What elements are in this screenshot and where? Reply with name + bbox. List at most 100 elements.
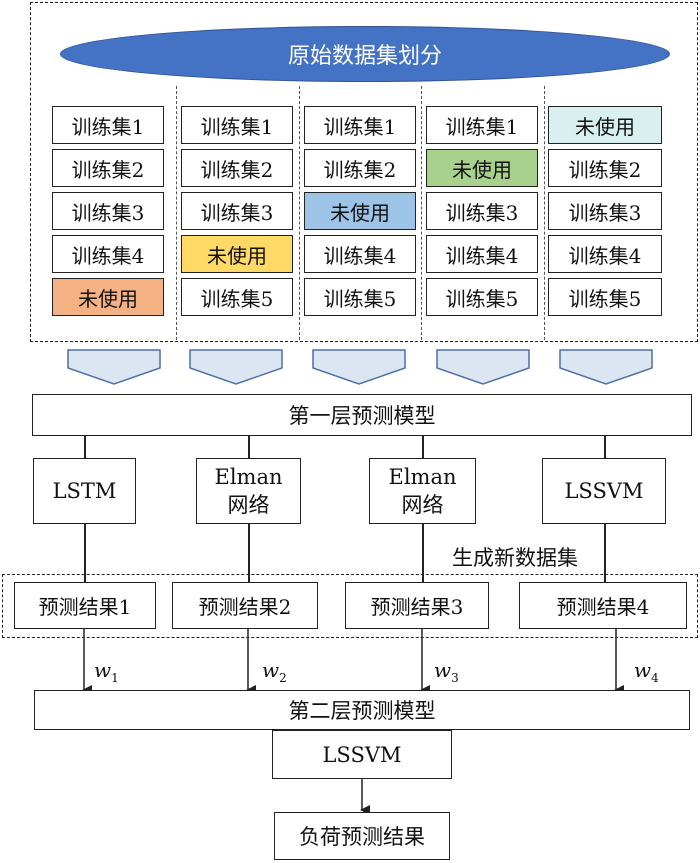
cell-label: 训练集3 xyxy=(445,200,519,225)
cell-label: 未使用 xyxy=(330,200,390,225)
result-box-1: 预测结果1 xyxy=(14,582,156,629)
cell-label: 未使用 xyxy=(207,243,267,268)
training-set-cell: 训练集4 xyxy=(304,235,416,273)
chevron-icon xyxy=(189,349,283,385)
cell-label: 未使用 xyxy=(452,157,512,182)
training-set-cell: 训练集4 xyxy=(52,235,164,273)
cell-label: 训练集2 xyxy=(568,157,642,182)
weight-label-1: w1 xyxy=(94,658,119,685)
weight-symbol: w xyxy=(94,658,112,682)
training-set-cell: 训练集3 xyxy=(426,192,538,230)
connector-line xyxy=(84,436,86,458)
cell-label: 训练集2 xyxy=(200,157,274,182)
unused-set-cell: 未使用 xyxy=(52,278,164,316)
model-box-lssvm: LSSVM xyxy=(542,458,666,524)
dataset-partition-container xyxy=(30,2,698,342)
cell-label: 未使用 xyxy=(78,286,138,311)
cell-label: 训练集4 xyxy=(71,243,145,268)
cell-label: 未使用 xyxy=(575,114,635,139)
training-set-cell: 训练集3 xyxy=(52,192,164,230)
connector-line xyxy=(248,524,250,582)
cell-label: 训练集2 xyxy=(323,157,397,182)
training-set-cell: 训练集2 xyxy=(304,149,416,187)
weight-subscript: 3 xyxy=(451,671,459,685)
chevron-icon xyxy=(436,349,530,385)
weight-subscript: 4 xyxy=(651,671,659,685)
result-label: 预测结果1 xyxy=(38,595,132,619)
connector-line xyxy=(604,436,606,458)
weight-label-2: w2 xyxy=(262,658,287,685)
cell-label: 训练集5 xyxy=(323,286,397,311)
weight-symbol: w xyxy=(634,658,652,682)
weight-symbol: w xyxy=(262,658,280,682)
column-divider xyxy=(299,86,300,340)
unused-set-cell: 未使用 xyxy=(548,106,662,144)
chevron-arrows xyxy=(67,349,653,385)
connector-line xyxy=(248,436,250,458)
weight-subscript: 2 xyxy=(279,671,287,685)
cell-label: 训练集1 xyxy=(445,114,519,139)
model-label: Elman 网络 xyxy=(388,465,457,517)
result-label: 预测结果2 xyxy=(198,595,292,619)
weight-label-3: w3 xyxy=(434,658,459,685)
training-set-cell: 训练集1 xyxy=(52,106,164,144)
result-box-2: 预测结果2 xyxy=(172,582,318,629)
dataset-partition-ellipse: 原始数据集划分 xyxy=(60,26,670,82)
training-set-cell: 训练集4 xyxy=(548,235,662,273)
training-set-cell: 训练集3 xyxy=(548,192,662,230)
training-set-cell: 训练集4 xyxy=(426,235,538,273)
layer2-label: 第二层预测模型 xyxy=(288,699,436,723)
layer2-model-box: 第二层预测模型 xyxy=(34,690,690,730)
model-label: LSSVM xyxy=(564,479,644,503)
weight-label-4: w4 xyxy=(634,658,659,685)
connector-line xyxy=(422,436,424,458)
chevron-icon xyxy=(559,349,653,385)
model-box-elman-2: Elman 网络 xyxy=(369,458,476,524)
weight-subscript: 1 xyxy=(111,671,119,685)
cell-label: 训练集4 xyxy=(568,243,642,268)
connector-line xyxy=(422,524,424,582)
cell-label: 训练集5 xyxy=(445,286,519,311)
cell-label: 训练集4 xyxy=(445,243,519,268)
training-set-cell: 训练集2 xyxy=(548,149,662,187)
training-set-cell: 训练集5 xyxy=(426,278,538,316)
layer1-model-box: 第一层预测模型 xyxy=(32,394,692,436)
new-dataset-label: 生成新数据集 xyxy=(452,546,578,570)
results-container xyxy=(2,574,698,638)
final-model-label: LSSVM xyxy=(322,742,402,767)
layer1-label: 第一层预测模型 xyxy=(288,404,436,428)
final-result-box: 负荷预测结果 xyxy=(274,812,450,860)
ellipse-label: 原始数据集划分 xyxy=(287,44,442,69)
unused-set-cell: 未使用 xyxy=(304,192,416,230)
training-set-cell: 训练集1 xyxy=(181,106,293,144)
cell-label: 训练集3 xyxy=(200,200,274,225)
final-model-box: LSSVM xyxy=(272,730,452,779)
training-set-cell: 训练集2 xyxy=(181,149,293,187)
column-divider xyxy=(176,86,177,340)
training-set-cell: 训练集2 xyxy=(52,149,164,187)
cell-label: 训练集4 xyxy=(323,243,397,268)
unused-set-cell: 未使用 xyxy=(426,149,538,187)
cell-label: 训练集3 xyxy=(568,200,642,225)
cell-label: 训练集1 xyxy=(71,114,145,139)
chevron-icon xyxy=(312,349,406,385)
cell-label: 训练集2 xyxy=(71,157,145,182)
training-set-cell: 训练集5 xyxy=(548,278,662,316)
cell-label: 训练集5 xyxy=(200,286,274,311)
training-set-cell: 训练集1 xyxy=(426,106,538,144)
unused-set-cell: 未使用 xyxy=(181,235,293,273)
connector-line xyxy=(84,524,86,582)
model-box-elman-1: Elman 网络 xyxy=(196,458,301,524)
chevron-icon xyxy=(67,349,161,385)
result-box-3: 预测结果3 xyxy=(345,582,489,629)
cell-label: 训练集3 xyxy=(71,200,145,225)
training-set-cell: 训练集5 xyxy=(181,278,293,316)
result-label: 预测结果3 xyxy=(370,595,464,619)
result-box-4: 预测结果4 xyxy=(519,582,687,629)
final-result-label: 负荷预测结果 xyxy=(299,825,425,849)
model-box-lstm: LSTM xyxy=(33,458,136,524)
weight-symbol: w xyxy=(434,658,452,682)
training-set-cell: 训练集1 xyxy=(304,106,416,144)
result-label: 预测结果4 xyxy=(556,595,650,619)
